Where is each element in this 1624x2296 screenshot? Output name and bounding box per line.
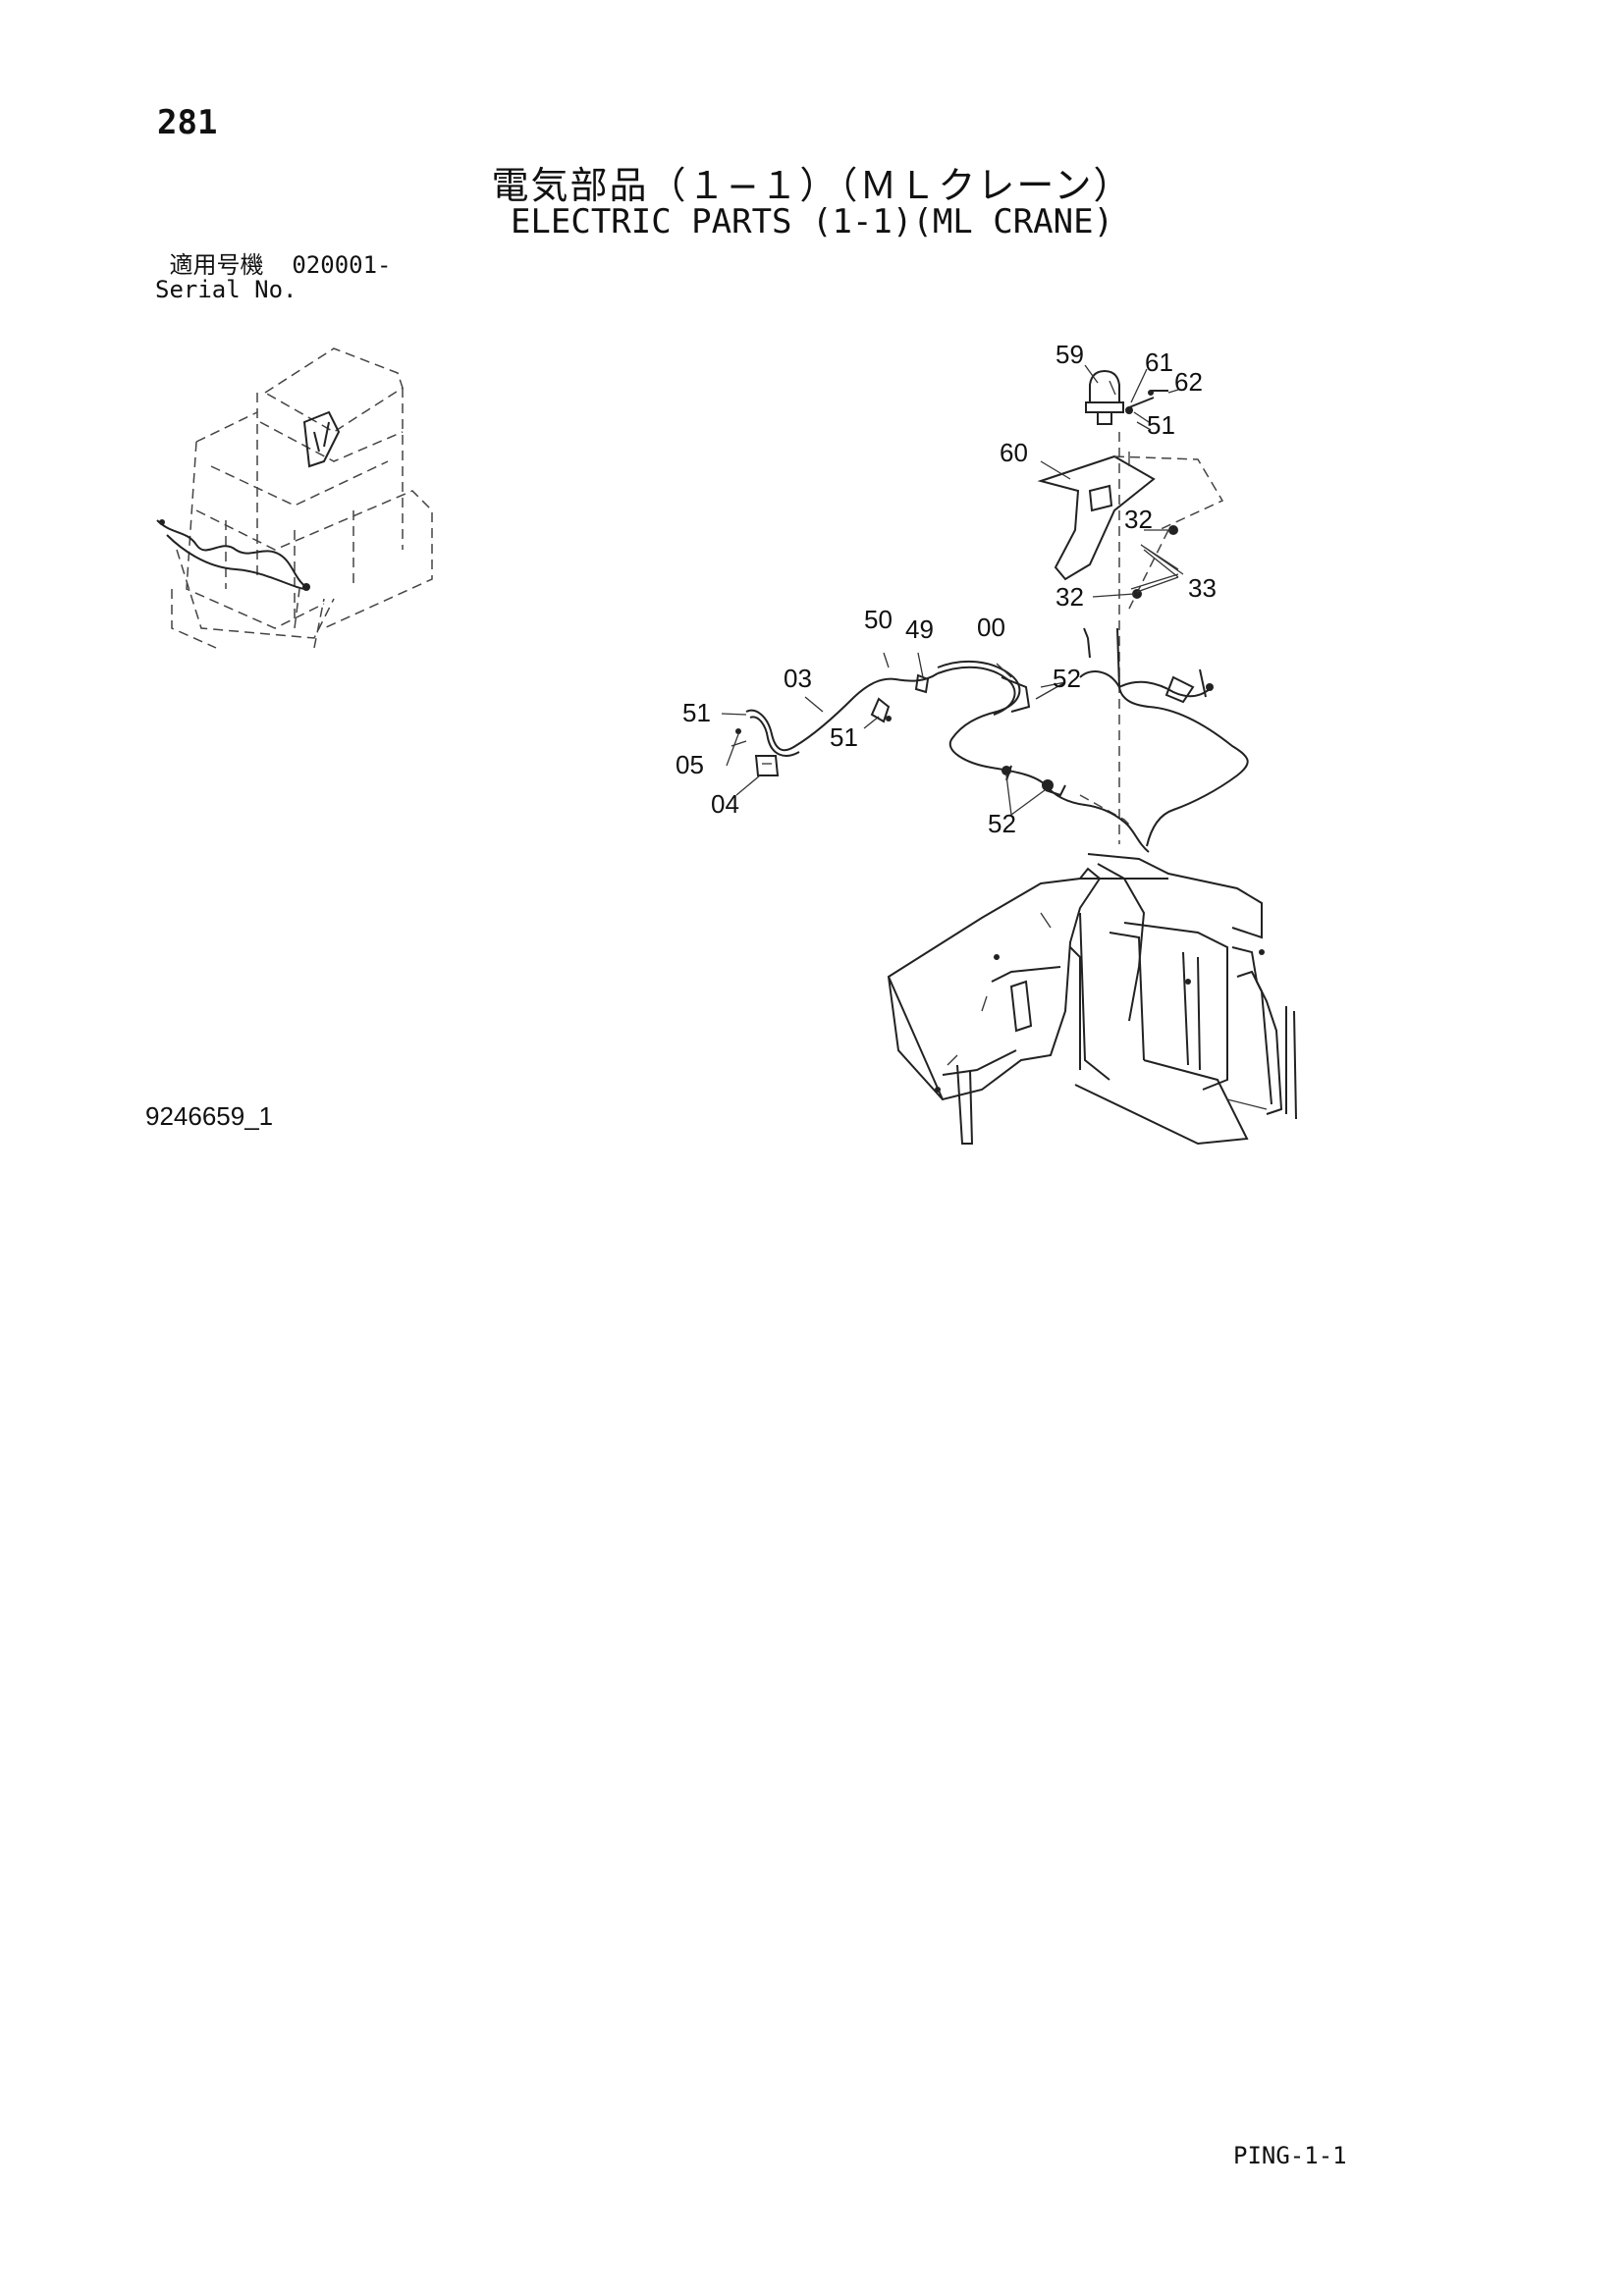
callout-leaders — [721, 364, 1179, 816]
page-code: PING-1-1 — [1233, 2142, 1347, 2169]
serial-label-en: Serial No. — [155, 276, 298, 303]
serial-label-jp: 適用号機 — [169, 251, 264, 279]
callout-03: 03 — [784, 664, 812, 693]
serial-block: 適用号機 020001- Serial No. — [155, 253, 392, 302]
callout-51: 51 — [830, 722, 858, 752]
serial-value: 020001- — [292, 251, 392, 279]
callout-05: 05 — [676, 750, 704, 779]
beacon-lamp — [1085, 369, 1124, 425]
bolt-assembly — [1125, 390, 1168, 431]
callout-62: 62 — [1174, 367, 1203, 397]
callout-51: 51 — [682, 698, 711, 727]
callout-49: 49 — [905, 614, 934, 644]
callout-04: 04 — [711, 789, 739, 819]
sub-harness — [745, 672, 939, 757]
bracket-plate — [1037, 452, 1156, 581]
title-english: ELECTRIC PARTS (1-1)(ML CRANE) — [510, 202, 1114, 241]
callout-00: 00 — [977, 613, 1005, 642]
callout-51: 51 — [1147, 410, 1175, 440]
callout-60: 60 — [1000, 438, 1028, 467]
serial-row: 適用号機 020001- — [155, 251, 392, 279]
drawing-number: 9246659_1 — [145, 1101, 274, 1131]
switch-component — [731, 728, 780, 776]
callout-61: 61 — [1145, 347, 1173, 377]
callout-59: 59 — [1056, 340, 1084, 369]
machine-frame — [887, 853, 1297, 1146]
callouts: 59 61 62 51 60 32 32 33 50 49 00 03 52 5… — [676, 340, 1217, 838]
guide-lines — [1079, 432, 1224, 844]
title-japanese: 電気部品（１−１）（ＭＬクレーン） — [491, 164, 1133, 207]
callout-52: 52 — [988, 809, 1016, 838]
callout-52: 52 — [1053, 664, 1081, 693]
callout-50: 50 — [864, 605, 893, 634]
callout-32: 32 — [1056, 582, 1084, 612]
main-harness — [937, 627, 1249, 853]
callout-33: 33 — [1188, 573, 1217, 603]
page-number: 281 — [157, 103, 218, 142]
overview-machine-sketch — [156, 347, 433, 649]
callout-32: 32 — [1124, 505, 1153, 534]
